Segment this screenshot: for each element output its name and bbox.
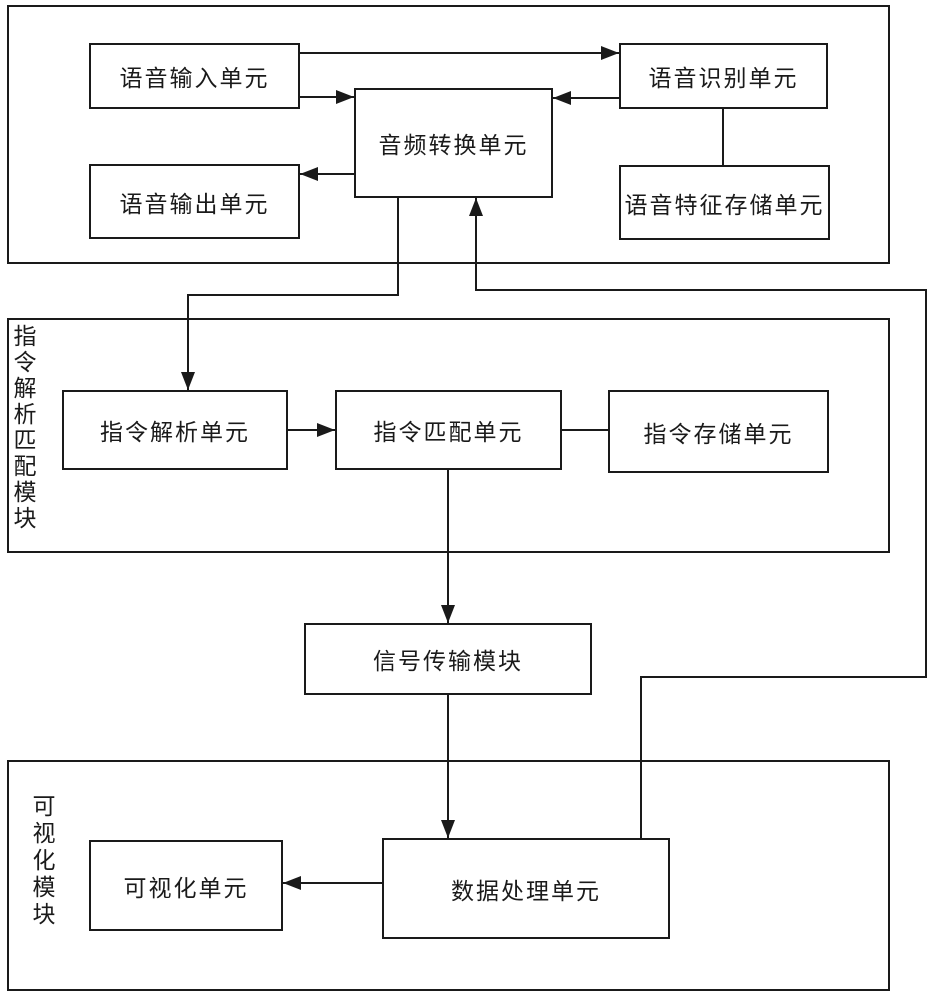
node-voice-feature-storage-unit: 语音特征存储单元 xyxy=(619,165,830,240)
node-command-storage-unit: 指令存储单元 xyxy=(608,390,829,473)
node-label: 语音输入单元 xyxy=(119,66,270,92)
node-label: 数据处理单元 xyxy=(451,878,601,905)
node-label: 音频转换单元 xyxy=(378,133,529,159)
node-label: 指令解析单元 xyxy=(100,420,250,446)
node-label: 语音识别单元 xyxy=(648,66,799,92)
node-visualization-unit: 可视化单元 xyxy=(89,840,283,931)
node-voice-recognition-unit: 语音识别单元 xyxy=(619,43,828,109)
edge-dataprocessing-feedback-to-audioconv xyxy=(469,198,927,838)
node-data-processing-unit: 数据处理单元 xyxy=(382,838,670,939)
node-label: 指令匹配单元 xyxy=(373,420,524,446)
node-label: 可视化单元 xyxy=(123,875,249,902)
module-voice-processing xyxy=(7,5,890,264)
node-command-parsing-unit: 指令解析单元 xyxy=(62,390,288,470)
node-label: 语音输出单元 xyxy=(119,191,270,218)
node-label: 语音特征存储单元 xyxy=(624,192,825,219)
node-voice-input-unit: 语音输入单元 xyxy=(89,43,300,109)
edge-audioconv-to-parsing xyxy=(181,198,399,390)
node-signal-transmission-module: 信号传输模块 xyxy=(304,623,592,695)
node-command-matching-unit: 指令匹配单元 xyxy=(335,390,562,470)
module-label-visualization: 可视化模块 xyxy=(32,794,56,928)
module-label-command-parse-match: 指令解析匹配模块 xyxy=(13,324,37,532)
node-label: 指令存储单元 xyxy=(643,421,794,448)
node-label: 信号传输模块 xyxy=(373,649,523,675)
node-voice-output-unit: 语音输出单元 xyxy=(89,164,300,239)
node-audio-conversion-unit: 音频转换单元 xyxy=(354,88,553,198)
